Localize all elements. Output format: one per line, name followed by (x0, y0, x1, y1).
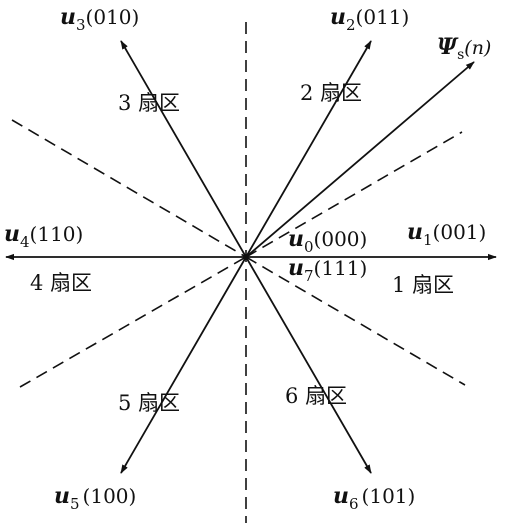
sector-3-label: 3 扇区 (118, 91, 180, 115)
u3-arrow (120, 40, 247, 258)
u5-label: u5(100) (54, 483, 136, 513)
u1-label: u1(001) (407, 219, 486, 249)
sector-4-label: 4 扇区 (30, 271, 92, 295)
sector-1-label: 1 扇区 (392, 273, 454, 297)
u6-label: u6(101) (333, 483, 415, 513)
flux-label: Ψs(n) (437, 34, 491, 63)
u6-arrow (245, 256, 372, 474)
boundary-upper-right (245, 131, 463, 258)
u7-label: u7(111) (288, 255, 367, 285)
u0-label: u0(000) (288, 226, 367, 256)
u3-label: u3(010) (60, 4, 139, 34)
sector-5-label: 5 扇区 (118, 391, 180, 415)
u4-label: u4(110) (4, 221, 83, 251)
boundary-lower-left (19, 256, 247, 388)
u2-label: u2(011) (330, 4, 409, 34)
boundary-lower-right (245, 256, 466, 386)
flux-arrow (245, 61, 475, 258)
u2-arrow (245, 40, 372, 258)
sector-2-label: 2 扇区 (300, 81, 362, 105)
u5-arrow (120, 256, 247, 474)
sector-6-label: 6 扇区 (285, 384, 347, 408)
boundary-upper-left (11, 119, 247, 258)
